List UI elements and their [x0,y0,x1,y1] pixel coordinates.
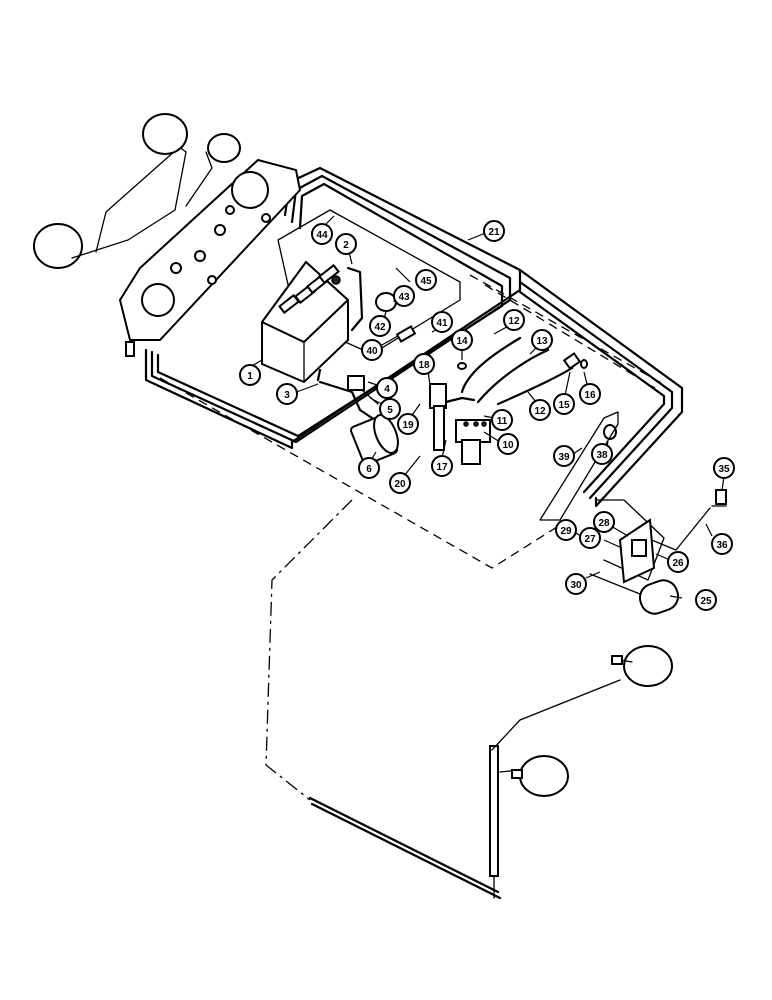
rear-harness [308,679,621,900]
callout-43: 43 [393,285,415,307]
callout-6: 6 [358,457,380,479]
callout-28: 28 [593,511,615,533]
battery [261,260,364,384]
callout-6-label: 6 [366,464,372,475]
callout-26-label: 26 [672,558,684,569]
callout-16-label: 16 [584,390,596,401]
callout-36-label: 36 [716,540,728,551]
callout-36: 36 [711,533,733,555]
cable-12-upper [460,336,522,394]
callout-38-label: 38 [596,450,608,461]
callout-12b: 12 [529,399,551,421]
callout-45-label: 45 [420,276,432,287]
callout-18: 18 [413,353,435,375]
callout-3: 3 [276,383,298,405]
callout-12a: 12 [503,309,525,331]
callout-13: 13 [531,329,553,351]
cable-13 [476,348,550,404]
callout-20: 20 [389,472,411,494]
callout-10-label: 10 [502,440,514,451]
callout-30-label: 30 [570,580,582,591]
callout-41-label: 41 [436,318,448,329]
callout-12b-label: 12 [534,406,546,417]
trailer-module [539,411,680,615]
callout-40: 40 [361,339,383,361]
callout-39: 39 [553,445,575,467]
headlamp-left [33,145,187,269]
clip-16 [580,359,588,369]
callout-2: 2 [335,233,357,255]
callout-41: 41 [431,311,453,333]
callout-11: 11 [491,409,513,431]
callout-39-label: 39 [558,452,570,463]
callout-42-label: 42 [374,322,386,333]
callout-19: 19 [397,413,419,435]
regulator [455,419,491,465]
callout-12a-label: 12 [508,316,520,327]
rear-lamp-lower [511,755,569,797]
generator [429,383,476,451]
callout-3-label: 3 [284,390,290,401]
callout-2-label: 2 [343,240,349,251]
callout-44-label: 44 [316,230,328,241]
callout-1: 1 [239,364,261,386]
dashed-wiring [159,274,666,801]
callout-13-label: 13 [536,336,548,347]
callout-26: 26 [667,551,689,573]
horn [185,133,241,207]
callout-45: 45 [415,269,437,291]
callout-20-label: 20 [394,479,406,490]
callout-14-label: 14 [456,336,468,347]
callout-35-label: 35 [718,464,730,475]
callout-21: 21 [483,220,505,242]
plug-40 [395,325,417,343]
callout-30: 30 [565,573,587,595]
headlamp-right [142,113,188,155]
callout-5-label: 5 [387,405,393,416]
callout-43-label: 43 [398,292,410,303]
callout-4-label: 4 [384,384,390,395]
callout-29-label: 29 [560,526,572,537]
callout-19-label: 19 [402,420,414,431]
callout-25-label: 25 [700,596,712,607]
switch-42 [375,292,397,312]
callout-15-label: 15 [558,400,570,411]
callout-27: 27 [579,527,601,549]
callout-4: 4 [376,377,398,399]
callout-38: 38 [591,443,613,465]
callout-42: 42 [369,315,391,337]
callout-21-label: 21 [488,227,500,238]
callout-40-label: 40 [366,346,378,357]
lamp-38 [603,424,617,440]
callout-1-label: 1 [247,371,253,382]
rear-lamp-upper [611,645,673,687]
callout-17: 17 [431,455,453,477]
callout-28-label: 28 [598,518,610,529]
callout-17-label: 17 [436,462,448,473]
headlight-assembly [118,158,302,357]
switch-15 [562,352,582,370]
callout-15: 15 [553,393,575,415]
callout-16: 16 [579,383,601,405]
cable-12-lower [496,366,574,406]
callout-44: 44 [311,223,333,245]
starter-motor [318,375,399,466]
callout-5: 5 [379,398,401,420]
callout-35: 35 [713,457,735,479]
callout-10: 10 [497,433,519,455]
callout-29: 29 [555,519,577,541]
callout-25: 25 [695,589,717,611]
callout-14: 14 [451,329,473,351]
clip-14 [457,362,467,370]
callout-27-label: 27 [584,534,596,545]
callout-18-label: 18 [418,360,430,371]
callout-11-label: 11 [497,416,508,427]
